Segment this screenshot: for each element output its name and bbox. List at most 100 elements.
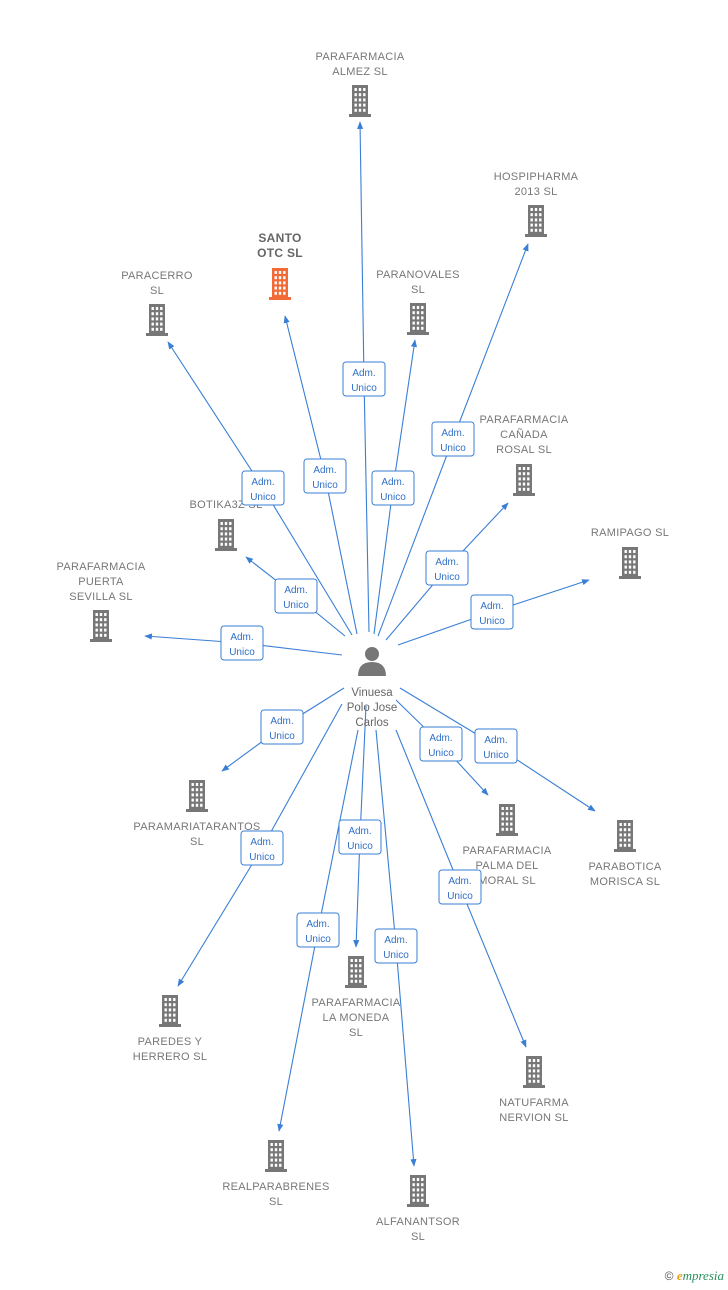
- building-icon[interactable]: [614, 820, 636, 852]
- building-icon[interactable]: [513, 464, 535, 496]
- edge-label-botika3z[interactable]: Adm. Unico: [274, 578, 318, 614]
- building-icon[interactable]: [159, 995, 181, 1027]
- company-label: PALMA DEL: [475, 860, 538, 872]
- edge-label-line: Adm.: [250, 837, 273, 848]
- company-node-botika3z[interactable]: BOTIKA3Z SL: [190, 499, 263, 551]
- building-icon[interactable]: [496, 804, 518, 836]
- edge-label-line: Adm.: [484, 735, 507, 746]
- edge-label-parafarmacia-la-moneda[interactable]: Adm.Unico: [338, 819, 382, 855]
- edge-label-line: Adm.: [448, 876, 471, 887]
- edge-label-line: Unico: [479, 616, 505, 627]
- edge-label-line: Adm.: [306, 919, 329, 930]
- footer-brand[interactable]: © empresia: [665, 1268, 724, 1284]
- company-label: SL: [190, 836, 204, 848]
- building-icon[interactable]: [345, 956, 367, 988]
- edge-label-paramariatarantos[interactable]: Adm.Unico: [260, 709, 304, 745]
- building-icon[interactable]: [407, 1175, 429, 1207]
- company-label: PARAFARMACIA: [57, 561, 146, 573]
- company-label: SL: [150, 285, 164, 297]
- building-icon[interactable]: [146, 304, 168, 336]
- edge-label-line: Unico: [447, 891, 473, 902]
- company-label: SL: [411, 284, 425, 296]
- company-label: RAMIPAGO SL: [591, 527, 669, 539]
- edge-label-line: Unico: [428, 748, 454, 759]
- building-icon[interactable]: [186, 780, 208, 812]
- edge-label-paredes-y-herrero[interactable]: Adm.Unico: [240, 830, 284, 866]
- company-label: REALPARABRENES: [222, 1181, 329, 1193]
- edge-label-line: Unico: [269, 731, 295, 742]
- edge-label-parafarmacia-palma-del-moral[interactable]: Adm. Unico: [419, 726, 463, 762]
- person-icon[interactable]: [358, 647, 386, 676]
- company-node-paredes-y-herrero[interactable]: PAREDES Y HERRERO SL: [133, 995, 208, 1063]
- company-label: NERVION SL: [499, 1112, 568, 1124]
- company-label: 2013 SL: [514, 186, 557, 198]
- company-label: PARACERRO: [121, 270, 193, 282]
- edge-label-line: Adm.: [429, 733, 452, 744]
- brand-logo: empresia: [676, 1268, 724, 1283]
- building-icon[interactable]: [523, 1056, 545, 1088]
- edge-label-line: Adm.: [435, 557, 458, 568]
- edge-label-line: Adm.: [284, 585, 307, 596]
- building-icon[interactable]: [269, 268, 291, 300]
- company-label: PUERTA: [78, 576, 124, 588]
- edge-labels-layer: Adm.UnicoAdm.UnicoAdm.UnicoAdm.UnicoAdm.…: [220, 361, 518, 964]
- edge-label-line: Adm.: [480, 601, 503, 612]
- edge-label-line: Unico: [283, 600, 309, 611]
- edge-label-line: Unico: [434, 572, 460, 583]
- edge-label-alfanantsor[interactable]: Adm.Unico: [374, 928, 418, 964]
- edge-label-line: Adm.: [348, 826, 371, 837]
- company-node-paracerro[interactable]: PARACERRO SL: [121, 270, 193, 336]
- edge-label-line: Unico: [380, 492, 406, 503]
- edge-label-line: Unico: [250, 492, 276, 503]
- company-node-ramipago[interactable]: RAMIPAGO SL: [591, 527, 669, 579]
- company-label: PARAMARIATARANTOS: [133, 821, 260, 833]
- building-icon[interactable]: [90, 610, 112, 642]
- edge-label-parafarmacia-canada-rosal[interactable]: Adm. Unico: [425, 550, 469, 586]
- building-icon[interactable]: [619, 547, 641, 579]
- edge-label-paranovales[interactable]: Adm.Unico: [371, 470, 415, 506]
- edge-label-natufarma-nervion[interactable]: Adm. Unico: [438, 869, 482, 905]
- company-label: OTC SL: [257, 246, 303, 260]
- building-icon[interactable]: [407, 303, 429, 335]
- company-label: ALFANANTSOR: [376, 1216, 460, 1228]
- company-label: HERRERO SL: [133, 1051, 208, 1063]
- edge-label-realparabrenes[interactable]: Adm.Unico: [296, 912, 340, 948]
- company-label: SEVILLA SL: [69, 591, 133, 603]
- company-label: PARAFARMACIA: [480, 414, 569, 426]
- edge-label-paracerro[interactable]: Adm.Unico: [241, 470, 285, 506]
- edge-label-line: Adm.: [384, 935, 407, 946]
- company-label: PARABOTICA: [588, 861, 661, 873]
- person-label: Polo Jose: [347, 702, 398, 714]
- building-icon[interactable]: [349, 85, 371, 117]
- company-node-paramariatarantos[interactable]: PARAMARIATARANTOS SL: [133, 780, 260, 848]
- company-label: NATUFARMA: [499, 1097, 569, 1109]
- company-label: PAREDES Y: [138, 1036, 203, 1048]
- company-label: SANTO: [258, 231, 301, 245]
- edge-label-line: Adm.: [352, 368, 375, 379]
- edge-label-santo-otc[interactable]: Adm.Unico: [303, 458, 347, 494]
- company-label: PARAFARMACIA: [312, 997, 401, 1009]
- building-icon[interactable]: [525, 205, 547, 237]
- company-node-natufarma-nervion[interactable]: NATUFARMA NERVION SL: [499, 1056, 569, 1124]
- company-node-parafarmacia-puerta-sevilla[interactable]: PARAFARMACIA PUERTA SEVILLA SL: [57, 561, 146, 642]
- edge-label-ramipago[interactable]: Adm. Unico: [470, 594, 514, 630]
- edge-label-parafarmacia-puerta-sevilla[interactable]: Adm.Unico: [220, 625, 264, 661]
- building-icon[interactable]: [215, 519, 237, 551]
- edge-label-parabotica-morisca[interactable]: Adm.Unico: [474, 728, 518, 764]
- edge-label-hospipharma[interactable]: Adm.Unico: [431, 421, 475, 457]
- edge-label-line: Unico: [351, 383, 377, 394]
- building-icon[interactable]: [265, 1140, 287, 1172]
- edge-label-parafarmacia-almez[interactable]: Adm. Unico: [342, 361, 386, 397]
